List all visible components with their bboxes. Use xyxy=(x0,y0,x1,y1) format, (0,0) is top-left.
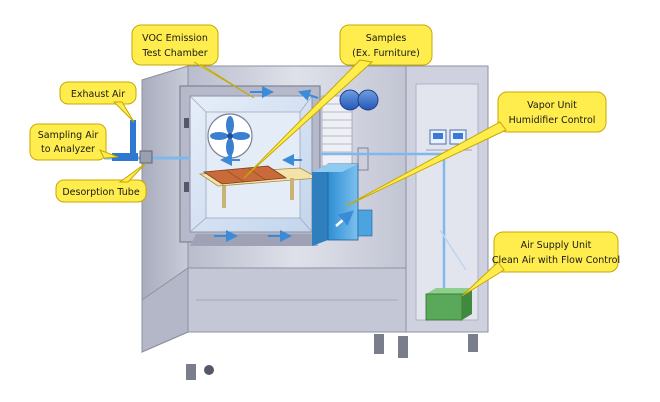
callout-vapor-unit-line1: Vapor Unit xyxy=(527,100,577,111)
air-supply-top xyxy=(426,288,472,294)
callout-leader xyxy=(461,261,505,297)
callout-vapor-unit-line2: Humidifier Control xyxy=(509,115,596,126)
callout-desorption-tube: Desorption Tube xyxy=(55,162,147,203)
callout-air-supply-line1: Air Supply Unit xyxy=(521,240,592,251)
exhaust-pipe xyxy=(130,120,136,158)
callout-leader xyxy=(345,121,507,207)
callout-box xyxy=(493,231,619,273)
air-supply-unit xyxy=(425,288,472,321)
air-supply-body xyxy=(425,293,463,321)
pipe-bracket xyxy=(357,147,369,171)
control-panel xyxy=(426,129,472,151)
blower-icon xyxy=(357,89,379,111)
callout-box xyxy=(497,91,607,133)
callout-vapor-unit: Vapor Unit Humidifier Control xyxy=(345,91,607,207)
callout-air-supply-line2: Clean Air with Flow Control xyxy=(492,255,620,266)
callout-voc-chamber-line2: Test Chamber xyxy=(141,48,207,59)
callout-sampling-air: Sampling Air to Analyzer xyxy=(29,123,119,161)
vapor-duct xyxy=(357,209,373,237)
callout-exhaust-air: Exhaust Air xyxy=(59,81,137,123)
desorption-tube-icon xyxy=(139,150,153,164)
chamber xyxy=(179,85,321,246)
foot xyxy=(468,334,478,352)
callout-sampling-air-line1: Sampling Air xyxy=(38,130,99,141)
callout-leader xyxy=(112,101,135,123)
airflow-arrows xyxy=(214,86,319,242)
caster xyxy=(204,365,214,375)
door-hinge xyxy=(184,182,189,192)
callout-samples-line2: (Ex. Furniture) xyxy=(352,48,420,59)
callout-samples: Samples (Ex. Furniture) xyxy=(243,24,433,179)
callout-samples-line1: Samples xyxy=(366,33,407,44)
foot xyxy=(398,336,408,358)
callout-voc-chamber-line1: VOC Emission xyxy=(142,33,208,44)
blower-icon xyxy=(339,89,361,111)
foot xyxy=(186,364,196,380)
callout-leader xyxy=(98,149,119,159)
callout-leader xyxy=(118,162,147,183)
callout-leader xyxy=(193,61,255,99)
callout-box xyxy=(29,123,107,161)
foot xyxy=(374,334,384,354)
sample-table-leg xyxy=(222,186,226,208)
sampling-pipe xyxy=(112,153,138,161)
callout-voc-chamber: VOC Emission Test Chamber xyxy=(131,24,255,99)
callout-box xyxy=(131,24,219,66)
callout-exhaust-air-text: Exhaust Air xyxy=(71,89,125,100)
callout-box xyxy=(55,179,147,203)
callout-air-supply: Air Supply Unit Clean Air with Flow Cont… xyxy=(461,231,620,297)
callout-leader xyxy=(243,59,374,179)
control-tower-inner xyxy=(415,83,479,321)
chamber-floor xyxy=(190,234,318,246)
air-supply-side xyxy=(462,288,472,320)
controller-display-screen xyxy=(453,133,463,139)
callout-sampling-air-line2: to Analyzer xyxy=(41,144,95,155)
vapor-arrow xyxy=(335,210,354,227)
fan-icon xyxy=(210,116,250,156)
vapor-unit-top xyxy=(312,164,358,172)
door-hinge xyxy=(184,118,189,128)
controller-display-screen xyxy=(433,133,443,139)
vapor-unit-side xyxy=(312,164,328,246)
sample-table-leg xyxy=(290,178,294,200)
callout-box xyxy=(59,81,137,105)
callout-box xyxy=(339,24,433,66)
callout-desorption-tube-text: Desorption Tube xyxy=(62,187,139,198)
